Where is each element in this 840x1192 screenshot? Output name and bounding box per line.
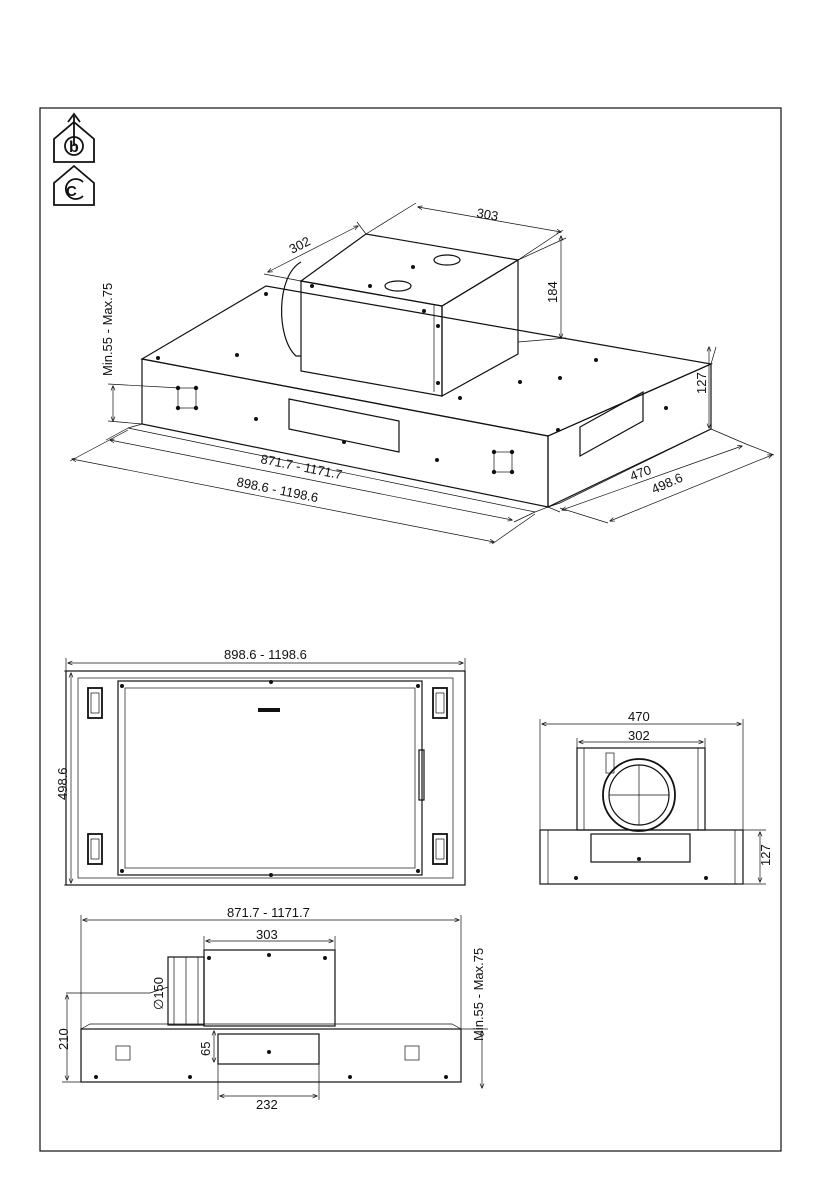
- front-dim-motor-width: 303: [256, 927, 278, 942]
- ducted-icon-letter: b: [69, 139, 79, 156]
- side-view-hood: [540, 830, 743, 884]
- front-left-bracket: [116, 1046, 130, 1060]
- top-view: 898.6 - 1198.6 498.6: [55, 647, 465, 885]
- recirculation-icon-letter: C: [66, 183, 77, 200]
- front-right-bracket: [405, 1046, 419, 1060]
- side-dim-width: 470: [628, 709, 650, 724]
- corner-slot-bl: [88, 834, 102, 864]
- front-view-hood: [81, 1029, 461, 1082]
- side-view-motor: [577, 748, 705, 830]
- dim-motor-width: 303: [475, 205, 499, 224]
- isometric-view: 302 303 184 Min.55 - Max.75 127 871.7 - …: [70, 203, 774, 544]
- front-dim-height-range: Min.55 - Max.75: [471, 948, 486, 1041]
- side-dim-motor-width: 302: [628, 728, 650, 743]
- motor-box-top: [301, 234, 518, 306]
- right-filter-window: [580, 392, 643, 456]
- dim-motor-depth: 302: [287, 233, 313, 256]
- front-view-motor: [204, 950, 335, 1026]
- outlet-collar: [282, 262, 301, 356]
- top-light-bar: [258, 708, 280, 712]
- top-view-outline: [66, 671, 465, 885]
- front-filter-window: [289, 399, 399, 452]
- side-view: 470 302 127: [540, 709, 773, 884]
- front-dim-total-height: 210: [56, 1028, 71, 1050]
- top-dim-width: 898.6 - 1198.6: [224, 647, 307, 662]
- front-view: 871.7 - 1171.7 303 ∅150 210 65 Min.55 - …: [56, 905, 488, 1112]
- dim-hood-height: 127: [694, 372, 709, 394]
- side-dim-height: 127: [758, 844, 773, 866]
- front-dim-width: 871.7 - 1171.7: [227, 905, 310, 920]
- hood-right-face: [548, 364, 711, 507]
- motor-box-front: [301, 281, 442, 396]
- front-dim-filter-width: 232: [256, 1097, 278, 1112]
- corner-slot-tr: [433, 688, 447, 718]
- dim-inner-depth: 470: [628, 462, 654, 484]
- corner-slot-tl: [88, 688, 102, 718]
- ducted-extraction-icon: b: [54, 114, 94, 162]
- dim-inner-width: 871.7 - 1171.7: [259, 451, 343, 482]
- front-dim-lower: 65: [198, 1042, 213, 1056]
- front-view-filter: [218, 1034, 319, 1064]
- motor-top-hole-1: [434, 255, 460, 265]
- right-bracket: [494, 452, 512, 472]
- motor-top-hole-2: [385, 281, 411, 291]
- dim-motor-height: 184: [545, 281, 560, 303]
- corner-slot-br: [433, 834, 447, 864]
- front-dim-outlet: ∅150: [151, 977, 166, 1010]
- top-dim-depth: 498.6: [55, 767, 70, 800]
- recirculation-icon: C: [54, 166, 94, 205]
- dim-height-range: Min.55 - Max.75: [100, 283, 115, 376]
- left-bracket: [178, 388, 196, 408]
